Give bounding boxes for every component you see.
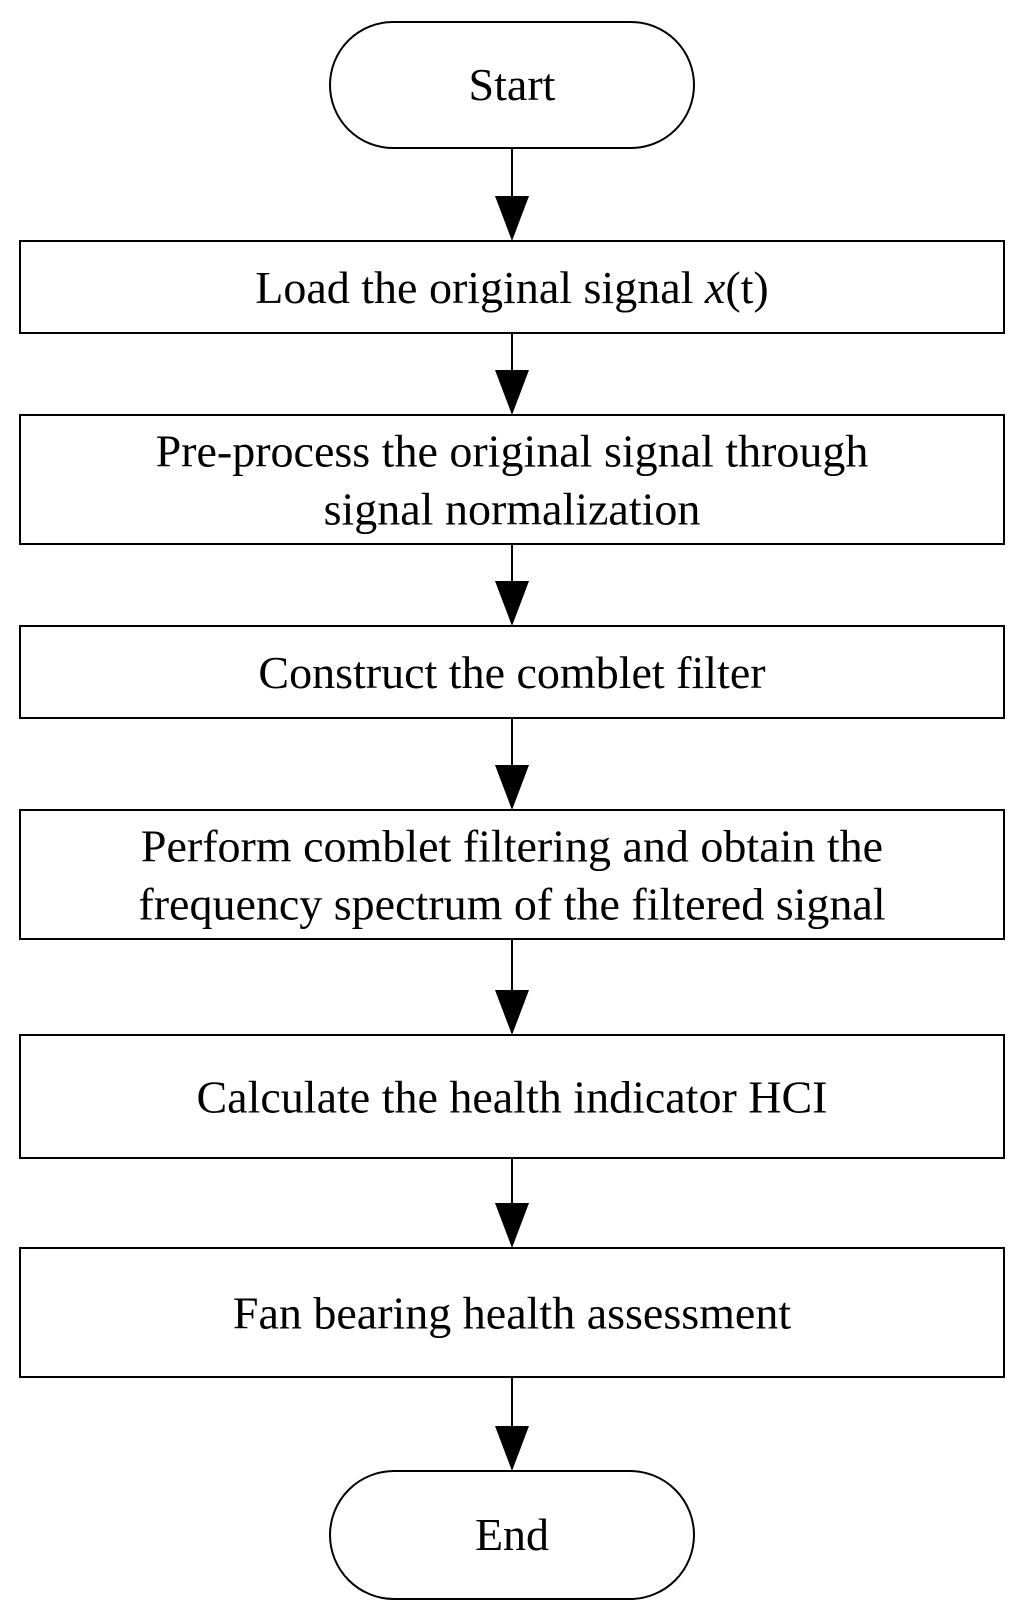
label-text: Fan bearing health assessment bbox=[233, 1288, 791, 1339]
connector-construct-to-filtering bbox=[495, 718, 529, 810]
label-line: Load the original signal x(t) bbox=[255, 262, 769, 313]
label-text: Pre-process the original signal through bbox=[156, 426, 869, 477]
label-line: Perform comblet filtering and obtain the bbox=[141, 821, 883, 872]
label-line: Construct the comblet filter bbox=[258, 647, 765, 698]
process-step-construct-filter: Construct the comblet filter bbox=[19, 625, 1005, 719]
process-step-filtering: Perform comblet filtering and obtain the… bbox=[19, 809, 1005, 940]
arrowhead-icon bbox=[495, 581, 529, 626]
start-label: Start bbox=[469, 59, 556, 110]
process-step-label: Perform comblet filtering and obtain the… bbox=[138, 821, 885, 930]
process-step-health-assessment: Fan bearing health assessment bbox=[19, 1247, 1005, 1378]
process-step-load-signal: Load the original signal x(t) bbox=[19, 240, 1005, 334]
label-text: Perform comblet filtering and obtain the bbox=[141, 821, 883, 872]
label-text: Calculate the health indicator HCI bbox=[197, 1072, 828, 1123]
connector-start-to-load bbox=[495, 148, 529, 241]
label-line: frequency spectrum of the filtered signa… bbox=[138, 879, 885, 930]
process-step-label: Calculate the health indicator HCI bbox=[197, 1072, 828, 1123]
process-step-preprocess: Pre-process the original signal through s… bbox=[19, 414, 1005, 545]
label-line: Fan bearing health assessment bbox=[233, 1288, 791, 1339]
process-step-label: Fan bearing health assessment bbox=[233, 1288, 791, 1339]
end-terminal: End bbox=[329, 1470, 695, 1600]
arrowhead-icon bbox=[495, 990, 529, 1035]
arrowhead-icon bbox=[495, 1426, 529, 1471]
arrowhead-icon bbox=[495, 370, 529, 415]
connector-filtering-to-calculate bbox=[495, 939, 529, 1035]
label-text: Construct the comblet filter bbox=[258, 647, 765, 698]
label-line: Calculate the health indicator HCI bbox=[197, 1072, 828, 1123]
connector-assessment-to-end bbox=[495, 1377, 529, 1471]
process-step-label: Load the original signal x(t) bbox=[255, 262, 769, 313]
italic-text: x bbox=[704, 262, 726, 313]
connector-calculate-to-assessment bbox=[495, 1158, 529, 1248]
process-step-label: Construct the comblet filter bbox=[258, 647, 765, 698]
arrowhead-icon bbox=[495, 196, 529, 241]
connector-preprocess-to-construct bbox=[495, 544, 529, 626]
process-box bbox=[19, 240, 1005, 334]
arrowhead-icon bbox=[495, 1203, 529, 1248]
process-box bbox=[19, 1247, 1005, 1378]
end-label: End bbox=[475, 1509, 549, 1560]
start-terminal: Start bbox=[329, 21, 695, 149]
label-line: signal normalization bbox=[324, 484, 701, 535]
label-text: Load the original signal bbox=[255, 262, 705, 313]
arrowhead-icon bbox=[495, 765, 529, 810]
label-text: frequency spectrum of the filtered signa… bbox=[138, 879, 885, 930]
process-step-calculate-hci: Calculate the health indicator HCI bbox=[19, 1034, 1005, 1159]
label-text: (t) bbox=[725, 262, 768, 313]
connector-load-to-preprocess bbox=[495, 333, 529, 415]
process-step-label: Pre-process the original signal through s… bbox=[156, 426, 869, 535]
label-line: Pre-process the original signal through bbox=[156, 426, 869, 477]
label-text: signal normalization bbox=[324, 484, 701, 535]
